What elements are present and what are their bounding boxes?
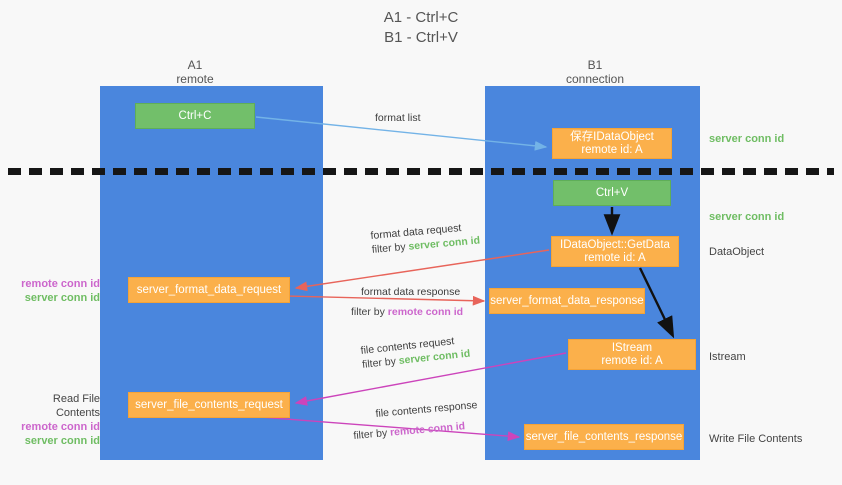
- note-server-conn-id-mid: server conn id: [709, 211, 785, 223]
- box-istream-line2: remote id: A: [601, 354, 663, 367]
- edge-label-file-contents-request: file contents request filter by server c…: [360, 333, 471, 372]
- note-remote-conn-id-2: remote conn id: [21, 421, 100, 433]
- box-server-format-data-response[interactable]: server_format_data_response: [489, 288, 645, 314]
- box-save-idataobject-line2: remote id: A: [581, 143, 643, 156]
- column-a1-name: A1: [187, 58, 203, 72]
- column-b1-sub: connection: [565, 72, 625, 86]
- column-a1-sub: remote: [176, 72, 214, 86]
- note-write-file-contents: Write File Contents: [709, 433, 803, 445]
- note-istream: Istream: [709, 351, 746, 363]
- box-ctrl-v-label: Ctrl+V: [595, 186, 629, 199]
- note-left-conn-ids-1: remote conn id server conn id: [8, 277, 100, 305]
- box-ctrl-v[interactable]: Ctrl+V: [553, 180, 671, 206]
- edge-label-file-contents-response-text: file contents response: [375, 399, 478, 420]
- note-server-conn-id-2: server conn id: [24, 435, 100, 447]
- title-line-1: A1 - Ctrl+C: [383, 9, 459, 26]
- edge-label-format-data-response-filter: filter by remote conn id: [351, 305, 463, 319]
- note-server-conn-id-top: server conn id: [709, 133, 785, 145]
- box-server-file-contents-request[interactable]: server_file_contents_request: [128, 392, 290, 418]
- box-server-format-data-request-label: server_format_data_request: [136, 283, 282, 296]
- box-save-idataobject[interactable]: 保存IDataObject remote id: A: [552, 128, 672, 159]
- edge-label-file-contents-response-filter: filter by remote conn id: [353, 418, 480, 443]
- box-istream-line1: IStream: [611, 341, 653, 354]
- box-getdata-line1: IDataObject::GetData: [560, 238, 670, 251]
- edge-label-format-list: format list: [375, 111, 421, 125]
- note-remote-conn-id-1: remote conn id: [21, 278, 100, 290]
- note-server-conn-id-1: server conn id: [24, 292, 100, 304]
- box-server-file-contents-response-label: server_file_contents_response: [525, 430, 683, 443]
- box-ctrl-c[interactable]: Ctrl+C: [135, 103, 255, 129]
- filter-prefix: filter by: [361, 355, 400, 371]
- edge-label-format-data-response-text: format data response: [361, 286, 461, 298]
- dashed-separator: [8, 168, 834, 175]
- filter-prefix: filter by: [352, 426, 391, 442]
- column-header-b1: B1 connection: [530, 58, 660, 86]
- filter-prefix: filter by: [371, 240, 409, 256]
- edge-label-file-contents-response: file contents response filter by remote …: [353, 398, 480, 442]
- box-server-format-data-response-label: server_format_data_response: [490, 294, 644, 307]
- filter-value-remote-conn-id: remote conn id: [387, 306, 464, 318]
- column-b1-name: B1: [587, 58, 603, 72]
- note-left-conn-ids-2: Read File Contents remote conn id server…: [8, 392, 100, 448]
- column-header-a1: A1 remote: [130, 58, 260, 86]
- box-ctrl-c-label: Ctrl+C: [178, 109, 212, 122]
- filter-prefix: filter by: [351, 306, 388, 318]
- note-read-file-contents: Read File Contents: [52, 393, 100, 419]
- box-server-file-contents-request-label: server_file_contents_request: [135, 398, 283, 411]
- box-server-format-data-request[interactable]: server_format_data_request: [128, 277, 290, 303]
- title-line-2: B1 - Ctrl+V: [384, 29, 458, 46]
- box-server-file-contents-response[interactable]: server_file_contents_response: [524, 424, 684, 450]
- edge-label-format-data-request: format data request filter by server con…: [370, 220, 481, 257]
- edge-label-format-list-text: format list: [375, 112, 421, 124]
- box-save-idataobject-line1: 保存IDataObject: [570, 130, 654, 143]
- box-idataobject-getdata[interactable]: IDataObject::GetData remote id: A: [551, 236, 679, 267]
- filter-value-remote-conn-id: remote conn id: [389, 420, 466, 439]
- box-getdata-line2: remote id: A: [584, 251, 646, 264]
- diagram-title: A1 - Ctrl+C B1 - Ctrl+V: [0, 8, 842, 48]
- edge-label-format-data-response: format data response filter by remote co…: [351, 285, 463, 319]
- note-dataobject: DataObject: [709, 246, 765, 258]
- box-istream[interactable]: IStream remote id: A: [568, 339, 696, 370]
